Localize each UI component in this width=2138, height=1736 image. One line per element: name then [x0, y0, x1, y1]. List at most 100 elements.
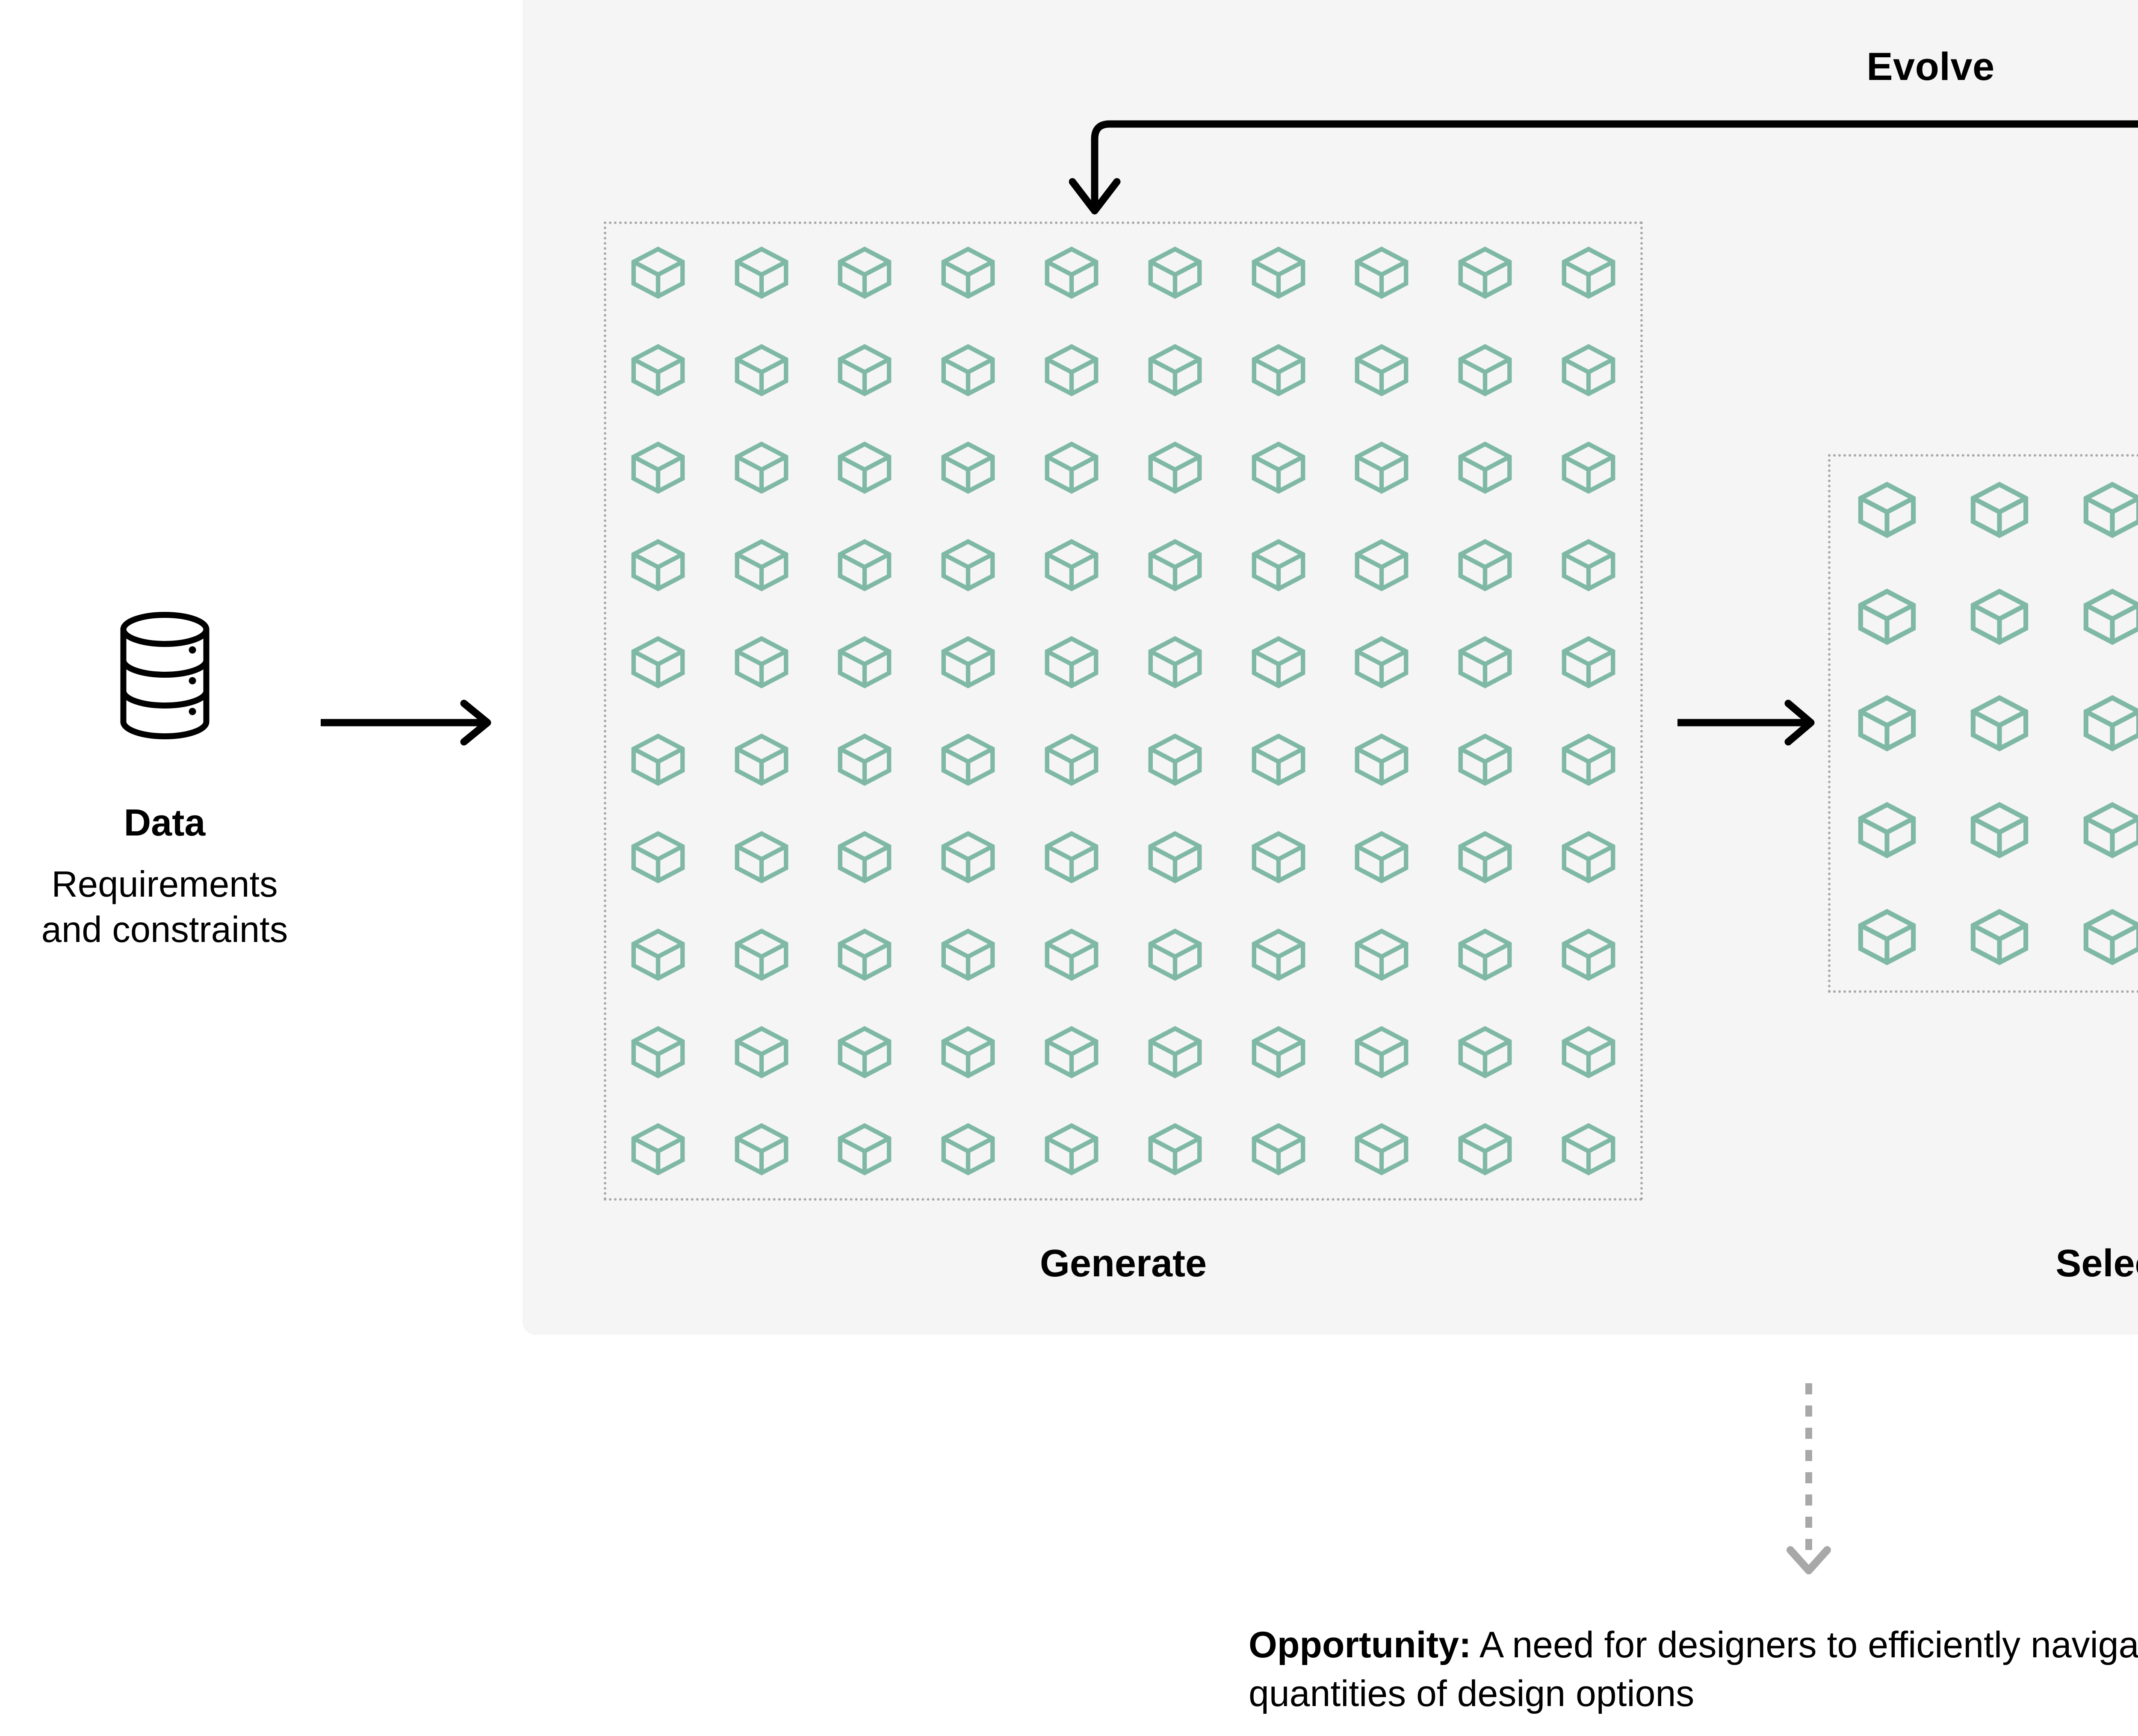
cube-cell	[1044, 1123, 1099, 1176]
cube-icon	[1045, 246, 1099, 299]
cube-cell	[1970, 695, 2029, 752]
cube-icon	[1148, 831, 1202, 883]
cube-icon	[1355, 636, 1409, 689]
cube-icon	[1252, 831, 1305, 883]
cube-cell	[1561, 1123, 1616, 1176]
cube-cell	[837, 441, 892, 494]
cube-icon	[1355, 539, 1409, 591]
cube-icon	[631, 441, 685, 494]
cube-icon	[1562, 733, 1615, 786]
generate-caption: Generate	[1039, 1242, 1207, 1285]
cube-icon	[1458, 831, 1512, 883]
cube-cell	[1044, 928, 1099, 981]
cube-cell	[1251, 441, 1306, 494]
cube-icon	[1148, 441, 1202, 494]
cube-cell	[1044, 636, 1099, 689]
cube-icon	[631, 1123, 685, 1176]
cube-cell	[940, 831, 996, 884]
cube-icon	[1252, 1026, 1305, 1078]
cube-icon	[1148, 344, 1202, 396]
cube-cell	[1354, 636, 1409, 689]
cube-icon	[1355, 831, 1409, 883]
cube-icon	[1252, 636, 1305, 689]
database-icon	[120, 612, 209, 739]
cube-cell	[1561, 441, 1616, 494]
cube-cell	[1970, 802, 2029, 859]
cube-icon	[1045, 1026, 1099, 1078]
cube-cell	[837, 344, 892, 397]
cube-icon	[1252, 733, 1305, 786]
cube-icon	[735, 928, 788, 981]
cube-cell	[1354, 441, 1409, 494]
cube-cell	[940, 928, 996, 981]
cube-icon	[1971, 695, 2029, 752]
cube-icon	[631, 246, 685, 299]
cube-cell	[1251, 1026, 1306, 1079]
cube-icon	[1562, 928, 1615, 981]
cube-cell	[1457, 636, 1513, 689]
cube-icon	[735, 1026, 788, 1078]
cube-cell	[940, 441, 996, 494]
cube-icon	[1045, 441, 1099, 494]
cube-cell	[2082, 695, 2138, 752]
cube-icon	[941, 928, 995, 981]
cube-cell	[940, 1123, 996, 1176]
cube-cell	[940, 246, 996, 299]
cube-icon	[1148, 636, 1202, 689]
cube-cell	[1857, 481, 1917, 538]
cube-icon	[1252, 539, 1305, 591]
cube-icon	[735, 246, 788, 299]
cube-cell	[1354, 733, 1409, 786]
cube-icon	[1562, 344, 1615, 396]
database-icon-wrapper	[0, 611, 329, 740]
cube-icon	[941, 344, 995, 396]
cube-icon	[1858, 481, 1916, 538]
cube-icon	[735, 441, 788, 494]
cube-icon	[631, 928, 685, 981]
cube-icon	[1458, 1026, 1512, 1078]
cube-cell	[1251, 636, 1306, 689]
cube-icon	[1562, 246, 1615, 299]
cube-icon	[1252, 1123, 1305, 1176]
cube-cell	[630, 733, 686, 786]
cube-cell	[1147, 441, 1203, 494]
cube-icon	[1252, 928, 1305, 981]
cube-cell	[1457, 344, 1513, 397]
cube-icon	[941, 831, 995, 883]
cube-icon	[735, 344, 788, 396]
cube-icon	[2083, 695, 2138, 752]
cube-cell	[837, 636, 892, 689]
cube-icon	[941, 246, 995, 299]
cube-cell	[1251, 344, 1306, 397]
cube-cell	[940, 1026, 996, 1079]
cube-icon	[1858, 695, 1916, 752]
cube-icon	[838, 246, 892, 299]
opportunity-lead: Opportunity:	[1249, 1624, 1471, 1665]
cube-icon	[941, 539, 995, 591]
cube-cell	[837, 831, 892, 884]
cube-cell	[1457, 1026, 1513, 1079]
cube-icon	[1562, 1123, 1615, 1176]
cube-cell	[940, 539, 996, 592]
cube-cell	[1251, 246, 1306, 299]
cube-cell	[837, 539, 892, 592]
cube-cell	[1561, 928, 1616, 981]
cube-icon	[1355, 1026, 1409, 1078]
cube-icon	[1355, 733, 1409, 786]
cube-icon	[1858, 588, 1916, 645]
cube-icon	[735, 1123, 788, 1176]
cube-icon	[735, 539, 788, 591]
cube-cell	[1251, 1123, 1306, 1176]
cube-cell	[630, 831, 686, 884]
opportunity-body: A need for designers to efficiently navi…	[1249, 1624, 2138, 1715]
cube-cell	[1251, 928, 1306, 981]
cube-icon	[1458, 441, 1512, 494]
arrow-right-icon	[321, 700, 491, 746]
cube-cell	[1251, 539, 1306, 592]
cube-icon	[1148, 1123, 1202, 1176]
cube-cell	[734, 733, 789, 786]
cube-cell	[1561, 246, 1616, 299]
cube-icon	[838, 539, 892, 591]
cube-icon	[735, 636, 788, 689]
cube-icon	[838, 344, 892, 396]
